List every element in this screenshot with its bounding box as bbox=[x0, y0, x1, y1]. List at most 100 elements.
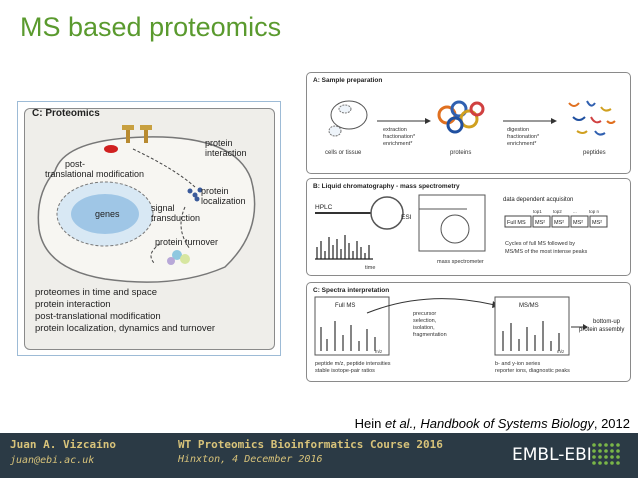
fullms-spectrum-label: Full MS bbox=[335, 303, 355, 309]
label-ptm: post- bbox=[65, 159, 85, 169]
presenter-email: juan@ebi.ac.uk bbox=[10, 455, 95, 466]
precursor-label-4: fragmentation bbox=[413, 332, 447, 338]
precursor-label-2: selection, bbox=[413, 318, 437, 324]
precursor-label-3: isolation, bbox=[413, 325, 435, 331]
course-title: WT Proteomics Bioinformatics Course 2016 bbox=[178, 438, 443, 451]
proteomics-panel-title: C: Proteomics bbox=[29, 109, 103, 119]
sample-preparation-illustration: A: Sample preparation cells or tissue ex… bbox=[313, 77, 616, 156]
course-place-date: Hinxton, 4 December 2016 bbox=[178, 454, 323, 465]
spectra-interpretation-illustration: C: Spectra interpretation Full MS m/z pr… bbox=[313, 287, 624, 374]
msms-caption-2: reporter ions, diagnostic peaks bbox=[495, 368, 570, 374]
proteomics-illustration: protein interaction post- translational … bbox=[35, 125, 256, 334]
ms2-box-3-label: MS² bbox=[573, 220, 583, 226]
precursor-label-1: precursor bbox=[413, 311, 436, 317]
msms-spectrum-label: MS/MS bbox=[519, 303, 539, 309]
workflow-figure: A: Sample preparation cells or tissue ex… bbox=[306, 66, 631, 382]
enrichment-label-1: enrichment* bbox=[383, 141, 413, 147]
lc-ms-illustration: B: Liquid chromatography - mass spectrom… bbox=[313, 183, 608, 271]
presenter-name: Juan A. Vizcaíno bbox=[10, 438, 116, 451]
ms2-box-2 bbox=[551, 215, 570, 228]
dots-label: ... bbox=[573, 209, 577, 214]
proteins-label: proteins bbox=[450, 150, 471, 156]
precursor-arrow bbox=[366, 298, 496, 314]
summary-line-2: protein interaction bbox=[35, 299, 111, 310]
label-ptm-2: translational modification bbox=[45, 169, 144, 179]
embl-ebi-logo-icon bbox=[592, 443, 620, 465]
mz-label-2: m/z bbox=[557, 349, 565, 354]
signal-arrow bbox=[150, 243, 161, 265]
bottomup-label-2: protein assembly bbox=[579, 327, 624, 333]
ms2-box-3 bbox=[570, 215, 589, 228]
label-turnover: protein turnover bbox=[155, 237, 218, 247]
proteomics-panel: protein interaction post- translational … bbox=[24, 108, 275, 350]
cell-icon bbox=[330, 100, 368, 130]
ms2-box-4 bbox=[589, 215, 608, 228]
dda-label: data dependent acquisiton bbox=[503, 197, 573, 203]
mz-label-1: m/z bbox=[375, 349, 383, 354]
fullms-caption-1: peptide m/z, peptide intensities bbox=[315, 361, 391, 367]
citation-prefix: Hein bbox=[354, 416, 385, 431]
esi-label: ESI bbox=[401, 214, 412, 221]
proteomics-figure: protein interaction post- translational … bbox=[17, 101, 281, 356]
embl-ebi-logo: EMBL-EBI bbox=[512, 445, 592, 465]
lc-ms-panel: B: Liquid chromatography - mass spectrom… bbox=[306, 178, 631, 276]
msms-caption-1: b- and y-ion series bbox=[495, 361, 540, 367]
panel-b-title: B: Liquid chromatography - mass spectrom… bbox=[313, 183, 460, 190]
fullms-box bbox=[504, 215, 532, 228]
ms2-box-1-label: MS² bbox=[535, 220, 545, 226]
slide-title: MS based proteomics bbox=[20, 12, 282, 42]
ms2-box-2-label: MS² bbox=[554, 220, 564, 226]
label-signal: signal bbox=[151, 203, 175, 213]
digestion-label: digestion bbox=[507, 127, 529, 133]
sample-preparation-panel: A: Sample preparation cells or tissue ex… bbox=[306, 72, 631, 174]
summary-line-1: proteomes in time and space bbox=[35, 287, 157, 298]
top1-label: top1 bbox=[533, 209, 542, 214]
fullms-caption-2: stable isotope-pair ratios bbox=[315, 368, 375, 374]
panel-c-title: C: Spectra interpretation bbox=[313, 287, 389, 294]
label-protein-interaction-2: interaction bbox=[205, 148, 247, 158]
summary-line-3: post-translational modification bbox=[35, 311, 161, 322]
ms2-box-1 bbox=[532, 215, 551, 228]
fractionation-label-1: fractionation* bbox=[383, 134, 416, 140]
protein-cluster-icon bbox=[187, 187, 203, 202]
receptor-icon bbox=[122, 125, 152, 143]
bottomup-label-1: bottom-up bbox=[593, 319, 621, 325]
mass-spectrometer-icon bbox=[418, 194, 486, 252]
citation-italic: et al., Handbook of Systems Biology bbox=[385, 416, 594, 431]
top2-label: top2 bbox=[553, 209, 562, 214]
enrichment-label-2: enrichment* bbox=[507, 141, 537, 147]
esi-lens-icon bbox=[370, 196, 404, 230]
panel-a-title: A: Sample preparation bbox=[313, 77, 382, 84]
label-genes: genes bbox=[95, 209, 120, 219]
cells-label: cells or tissue bbox=[325, 150, 362, 156]
proteins-icon bbox=[437, 100, 485, 134]
fullms-box-label: Full MS bbox=[507, 220, 526, 226]
spectra-interpretation-panel: C: Spectra interpretation Full MS m/z pr… bbox=[306, 282, 631, 382]
label-localization: protein bbox=[201, 186, 229, 196]
fractionation-label-2: fractionation* bbox=[507, 134, 540, 140]
ptm-protein-icon bbox=[104, 145, 118, 153]
label-localization-2: localization bbox=[201, 196, 246, 206]
time-label: time bbox=[365, 265, 375, 271]
citation-suffix: , 2012 bbox=[593, 416, 630, 431]
msms-spectrum-box bbox=[494, 296, 570, 356]
localization-arrow bbox=[180, 206, 191, 250]
ms2-box-4-label: MS² bbox=[592, 220, 602, 226]
cycles-label-2: MS/MS of the most intense peaks bbox=[505, 249, 587, 255]
peptides-icon bbox=[568, 100, 616, 136]
msms-peaks-icon bbox=[502, 321, 560, 351]
turnover-protein-icon bbox=[167, 250, 190, 265]
label-signal-2: transduction bbox=[151, 213, 200, 223]
topn-label: top n bbox=[589, 209, 600, 214]
nucleus-core bbox=[71, 194, 139, 234]
extraction-label: extraction bbox=[383, 127, 407, 133]
mass-spectrometer-label: mass spectrometer bbox=[437, 259, 484, 265]
fullms-peaks-icon bbox=[320, 321, 376, 351]
hplc-label: HPLC bbox=[315, 204, 333, 211]
chromatogram-icon bbox=[315, 235, 373, 260]
footer-bar: Juan A. Vizcaíno juan@ebi.ac.uk WT Prote… bbox=[0, 433, 638, 478]
peptides-label: peptides bbox=[583, 150, 606, 156]
citation: Hein et al., Handbook of Systems Biology… bbox=[355, 416, 630, 431]
label-protein-interaction: protein bbox=[205, 138, 233, 148]
cycles-label-1: Cycles of full MS followed by bbox=[505, 241, 575, 247]
